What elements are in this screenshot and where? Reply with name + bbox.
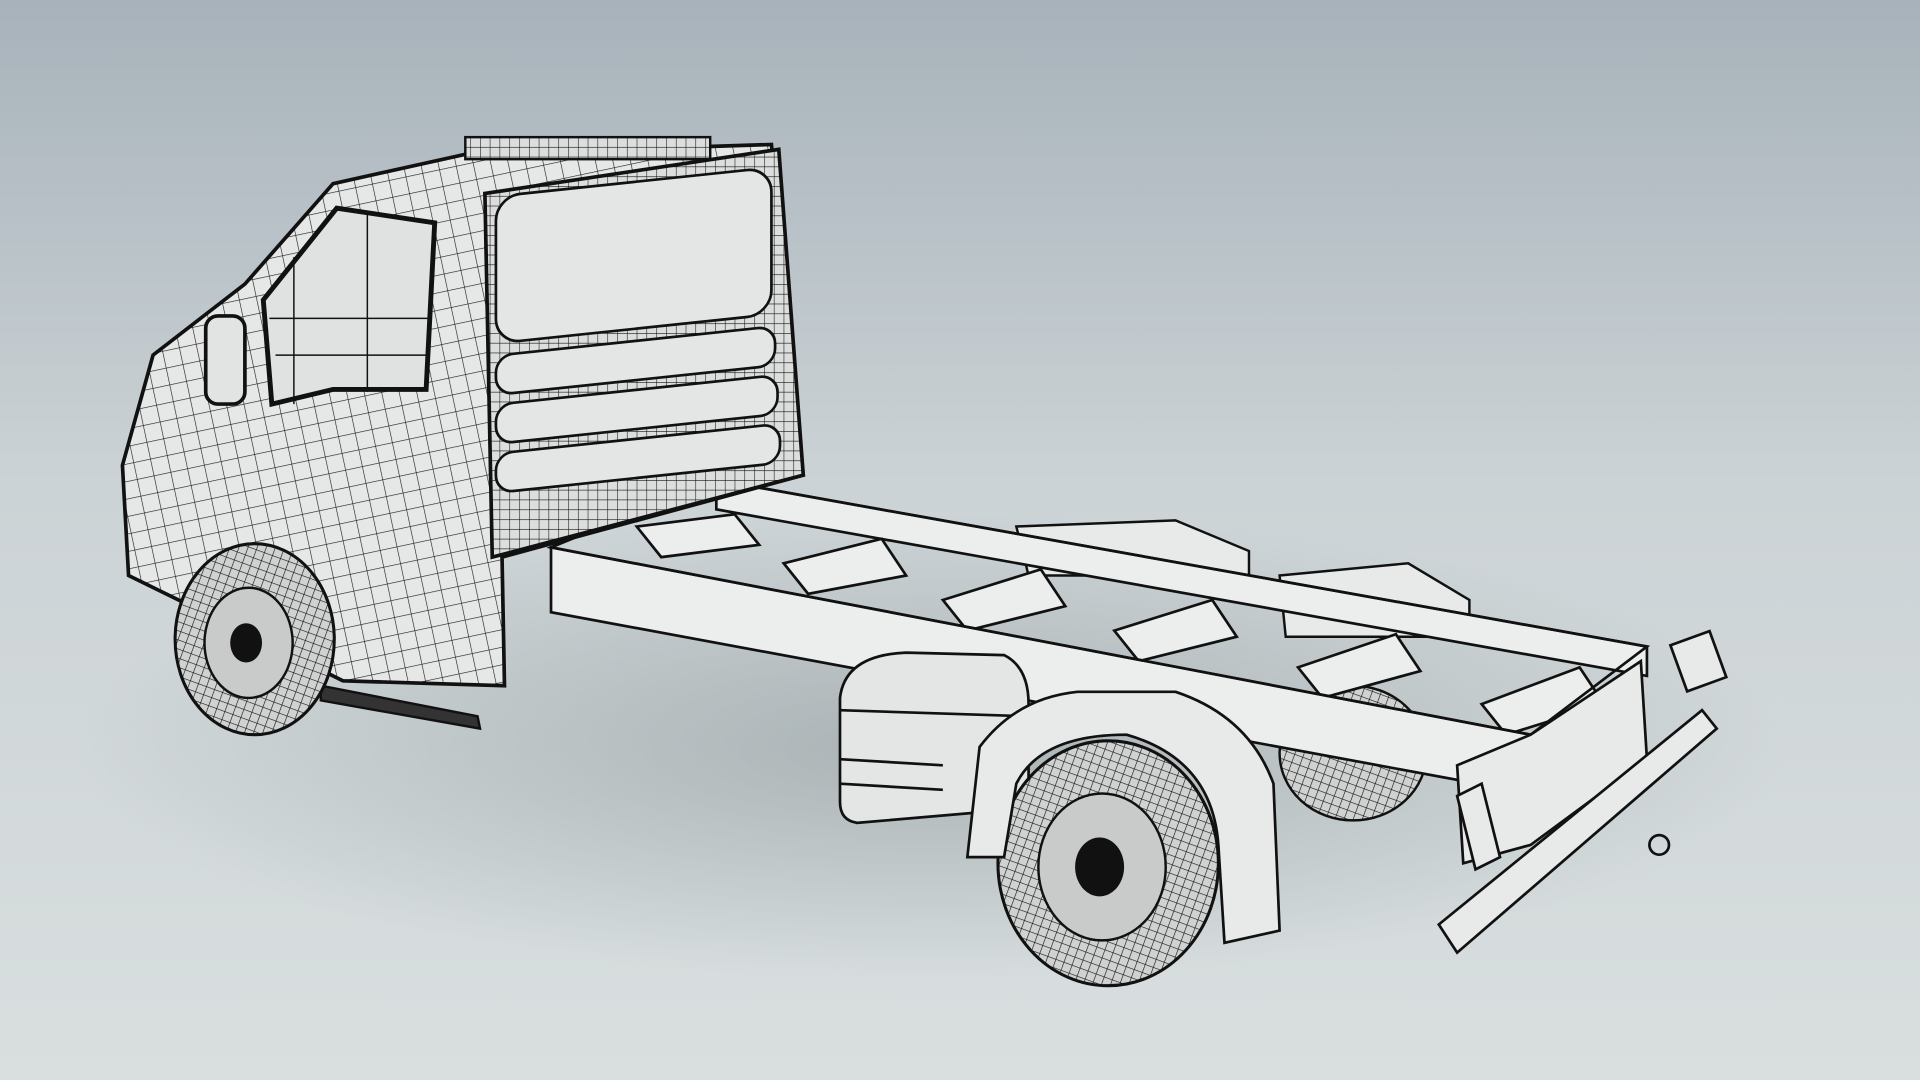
- rear-bumper: [1436, 629, 1729, 955]
- rear-fender: [965, 690, 1281, 945]
- rear-panel-ribs: [494, 168, 782, 493]
- rear-wheel: [996, 739, 1220, 988]
- cab-roof-vent: [464, 135, 712, 161]
- cab-step: [319, 684, 482, 731]
- crossmember: [1112, 598, 1239, 663]
- chassis-frame: [546, 478, 1651, 796]
- front-wheel: [173, 542, 336, 737]
- crossmember: [634, 512, 762, 559]
- side-mirror: [203, 314, 247, 406]
- truck-cab: [120, 135, 806, 731]
- crossmember: [940, 567, 1068, 633]
- crossmember: [1295, 632, 1423, 700]
- crossmember: [781, 537, 909, 596]
